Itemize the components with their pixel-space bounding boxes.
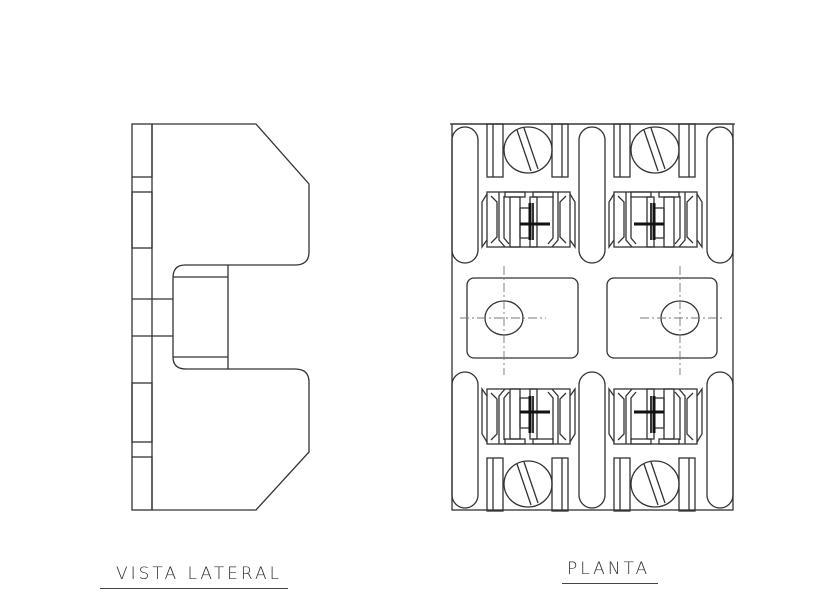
terminal-clamp <box>607 190 704 249</box>
side-view <box>131 123 310 511</box>
slot <box>451 371 479 509</box>
side-tab <box>131 456 153 511</box>
slot <box>578 371 606 509</box>
plan-view <box>450 123 735 512</box>
side-view-label-underline <box>100 588 288 589</box>
side-tab <box>131 191 153 249</box>
screw-icon <box>486 123 569 178</box>
side-view-label: VISTA LATERAL <box>116 564 283 584</box>
plan-view-label: PLANTA <box>567 559 651 579</box>
slot <box>451 126 479 264</box>
screw-icon <box>613 123 696 178</box>
terminal-clamp <box>607 387 704 446</box>
slot <box>578 126 606 264</box>
slot <box>706 371 734 509</box>
screw-icon <box>486 457 569 512</box>
side-tab <box>131 123 153 178</box>
slot <box>706 126 734 264</box>
screw-icon <box>613 457 696 512</box>
side-view-outline <box>152 123 310 511</box>
terminal-clamp <box>480 387 577 446</box>
side-tab <box>131 382 153 443</box>
plan-outline <box>451 123 734 511</box>
plan-view-label-underline <box>562 583 658 584</box>
terminal-clamp <box>480 190 577 249</box>
